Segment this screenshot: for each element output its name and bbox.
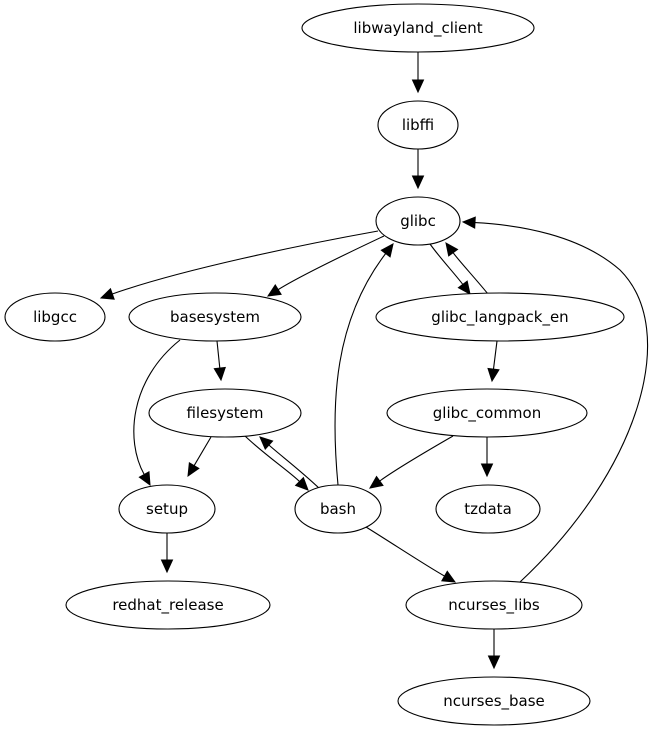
node-glibc-langpack-en[interactable]: glibc_langpack_en: [375, 292, 625, 342]
edge-bash-to-glibc: [334, 243, 394, 486]
arrowhead-icon: [380, 243, 394, 258]
edge-line: [492, 340, 498, 370]
node-libffi[interactable]: libffi: [377, 100, 459, 150]
node-ncurses-libs[interactable]: ncurses_libs: [405, 580, 583, 630]
edge-glibc-langpack-en-to-glibc-common: [487, 340, 500, 383]
node-redhat-release[interactable]: redhat_release: [65, 580, 271, 630]
edge-ncurses-libs-to-glibc: [461, 216, 649, 583]
arrowhead-icon: [369, 475, 384, 489]
node-glibc[interactable]: glibc: [375, 196, 461, 246]
node-tzdata[interactable]: tzdata: [435, 484, 541, 534]
node-label: tzdata: [464, 500, 512, 518]
edge-glibc-to-basesystem: [266, 235, 385, 297]
arrowhead-icon: [266, 284, 282, 297]
node-libwayland-client[interactable]: libwayland_client: [301, 3, 535, 53]
node-label: libwayland_client: [353, 19, 482, 38]
edge-ncurses-libs-to-ncurses-base: [487, 629, 501, 670]
arrowhead-icon: [187, 462, 200, 478]
node-shape: [65, 580, 271, 630]
edge-bash-to-ncurses-libs: [365, 526, 457, 583]
arrowhead-icon: [160, 559, 174, 574]
node-shape: [148, 388, 302, 438]
edge-line: [244, 435, 300, 482]
edge-bash-to-filesystem: [259, 436, 321, 490]
node-label: basesystem: [170, 308, 260, 326]
arrowhead-icon: [213, 366, 226, 382]
node-bash[interactable]: bash: [294, 484, 382, 534]
edge-glibc-to-glibc-langpack-en: [429, 243, 471, 295]
node-shape: [301, 3, 535, 53]
edge-line: [334, 253, 387, 486]
arrowhead-icon: [487, 367, 500, 383]
edge-line: [112, 230, 379, 295]
node-shape: [375, 292, 625, 342]
node-shape: [435, 484, 541, 534]
node-shape: [294, 484, 382, 534]
arrowhead-icon: [441, 570, 457, 583]
node-filesystem[interactable]: filesystem: [148, 388, 302, 438]
edge-basesystem-to-filesystem: [213, 340, 226, 382]
node-shape: [128, 292, 302, 342]
arrowhead-icon: [411, 79, 425, 94]
edge-line: [277, 235, 385, 291]
edge-line: [379, 435, 454, 482]
edge-line: [365, 526, 445, 577]
edge-glibc-common-to-bash: [369, 435, 454, 489]
edge-line: [268, 444, 321, 490]
node-shape: [118, 484, 216, 534]
edge-line: [474, 222, 649, 583]
node-basesystem[interactable]: basesystem: [128, 292, 302, 342]
node-label: libgcc: [33, 308, 77, 326]
arrowhead-icon: [461, 216, 476, 229]
node-shape: [397, 676, 591, 726]
node-label: setup: [146, 500, 188, 518]
edge-line: [216, 340, 221, 369]
arrowhead-icon: [411, 175, 425, 190]
node-setup[interactable]: setup: [118, 484, 216, 534]
node-label: libffi: [402, 116, 434, 134]
node-ncurses-base[interactable]: ncurses_base: [397, 676, 591, 726]
arrowhead-icon: [457, 280, 471, 295]
node-label: ncurses_libs: [448, 596, 540, 615]
edge-glibc-langpack-en-to-glibc: [445, 242, 489, 295]
arrowhead-icon: [445, 242, 459, 257]
edge-libwayland-client-to-libffi: [411, 52, 425, 94]
edge-setup-to-redhat-release: [160, 533, 174, 574]
arrowhead-icon: [480, 463, 494, 478]
node-glibc-common[interactable]: glibc_common: [386, 388, 588, 438]
edge-line: [429, 243, 464, 285]
node-shape: [377, 100, 459, 150]
node-label: glibc: [400, 212, 436, 230]
arrowhead-icon: [294, 476, 309, 491]
arrowhead-icon: [138, 471, 151, 487]
edge-glibc-to-libgcc: [99, 230, 379, 300]
node-label: ncurses_base: [443, 692, 545, 711]
node-label: filesystem: [186, 404, 263, 422]
node-label: redhat_release: [112, 596, 223, 615]
node-shape: [386, 388, 588, 438]
edge-line: [193, 436, 212, 466]
edge-libffi-to-glibc: [411, 149, 425, 190]
arrowhead-icon: [487, 655, 501, 670]
node-shape: [405, 580, 583, 630]
edge-filesystem-to-setup: [187, 436, 212, 478]
node-shape: [375, 196, 461, 246]
node-libgcc[interactable]: libgcc: [4, 292, 106, 342]
node-shape: [4, 292, 106, 342]
arrowhead-icon: [259, 436, 274, 451]
edges-layer: [99, 52, 649, 670]
arrowhead-icon: [99, 287, 115, 300]
node-label: glibc_common: [433, 404, 541, 423]
edge-basesystem-to-setup: [133, 339, 181, 487]
node-label: bash: [320, 500, 356, 518]
edge-glibc-common-to-tzdata: [480, 437, 494, 478]
edge-line: [452, 252, 489, 295]
node-label: glibc_langpack_en: [431, 308, 568, 327]
edge-filesystem-to-bash: [244, 435, 309, 491]
edge-line: [133, 339, 181, 475]
